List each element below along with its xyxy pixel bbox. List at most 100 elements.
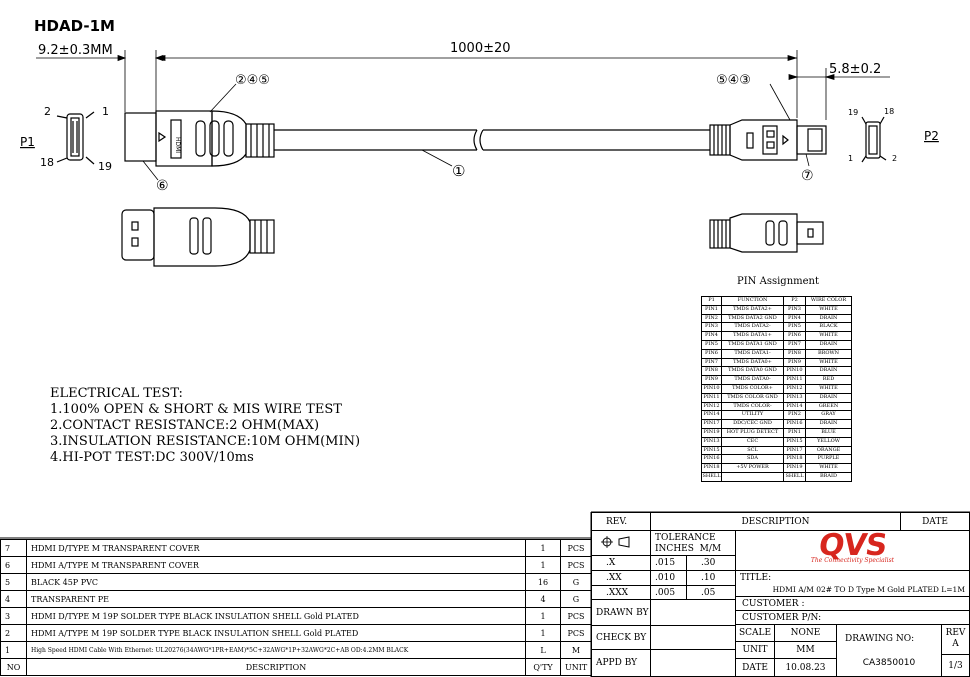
tb-rev-value: A (952, 639, 959, 649)
pin-table-cell: PIN13 (783, 392, 806, 403)
bom-cell: UNIT (560, 658, 592, 676)
callout-leaders (142, 83, 810, 181)
electrical-test-heading: ELECTRICAL TEST: (50, 386, 183, 401)
projection-symbol-icon (601, 536, 630, 548)
pin-table-cell: WHITE (805, 463, 852, 473)
p2-label: P2 (924, 129, 939, 143)
pin-table-cell: TMDS COLOR- (721, 401, 784, 412)
callout-left-nums: ②④⑤ (235, 73, 270, 88)
bom-cell: PCS (560, 607, 592, 625)
pin-table-cell: TMDS DATA2 GND (721, 313, 784, 324)
tb-customer-pn: CUSTOMER P/N: (735, 610, 970, 625)
electrical-test-item: 4.HI-POT TEST:DC 300V/10ms (50, 450, 254, 465)
pin-table-cell: PIN6 (701, 348, 722, 359)
pin-table-cell: WHITE (805, 357, 852, 368)
p2-pin-2: 2 (892, 154, 897, 163)
pin-table-cell: PIN5 (701, 339, 722, 350)
pin-table-header: FUNCTION (721, 296, 784, 306)
tb-date-label: DATE (900, 512, 970, 531)
electrical-test-notes: ELECTRICAL TEST: 1.100% OPEN & SHORT & M… (50, 386, 360, 466)
dim-length (155, 50, 798, 118)
bom-cell: 1 (525, 624, 561, 642)
tb-scale-value: NONE (774, 624, 837, 642)
pin-table-cell: TMDS DATA1 GND (721, 339, 784, 350)
tb-unit-label: UNIT (735, 641, 775, 659)
dim-right (788, 68, 890, 120)
tb-title: TITLE: HDMI A/M 02# TO D Type M Gold PLA… (735, 570, 970, 597)
tb-appd-by: APPD BY (591, 649, 651, 677)
pin-table-cell: PIN4 (701, 331, 722, 341)
pin-table-cell: TMDS DATA0- (721, 375, 784, 385)
tb-drawing-no-label: DRAWING NO: (845, 634, 915, 644)
p2-pin-18: 18 (884, 107, 894, 116)
pin-table-cell: SDA (721, 454, 784, 465)
bom-cell: G (560, 590, 592, 608)
company-tagline: The Connectivity Specialist (810, 557, 895, 564)
bom-cell: DESCRIPTION (26, 658, 526, 676)
tb-rev-small: REV A (941, 624, 970, 655)
pin-table-cell: PIN4 (783, 313, 806, 324)
pin-table-cell: DRAIN (805, 366, 852, 377)
pin-table-cell: PIN16 (783, 419, 806, 429)
tb-tol-xxx-mm: .05 (686, 585, 736, 600)
tb-description-label: DESCRIPTION (650, 512, 901, 531)
pin-table-cell: PIN17 (783, 445, 806, 456)
pin-table-cell: WHITE (805, 383, 852, 394)
bom-cell: 1 (525, 539, 561, 557)
pin-table-cell: PIN1 (783, 427, 806, 438)
tb-symbol-cell (591, 530, 651, 556)
pin-table-cell: WHITE (805, 304, 852, 315)
tb-tolerance: TOLERANCE INCHES M/M (650, 530, 736, 556)
bom-cell: PCS (560, 556, 592, 574)
tb-check-by: CHECK BY (591, 625, 651, 650)
pin-table-cell: PIN8 (701, 366, 722, 377)
pin-table-cell: TMDS DATA0+ (721, 357, 784, 368)
tb-customer: CUSTOMER : (735, 596, 970, 611)
bom-cell: BLACK 45P PVC (26, 573, 526, 591)
plug-text-left: HDMI (174, 137, 181, 153)
tb-drawing-no-cell: DRAWING NO: CA3850010 (836, 624, 942, 677)
dim-left-label: 9.2±0.3MM (38, 43, 113, 58)
pin-table-cell: GRAY (805, 410, 852, 421)
pin-table-cell: DRAIN (805, 419, 852, 429)
pin-table-cell: PIN6 (783, 331, 806, 341)
tb-drawn-by-value (650, 599, 736, 626)
pin-table-cell: GREEN (805, 401, 852, 412)
pin-table-cell: BRAID (805, 471, 852, 482)
bom-cell: 4 (525, 590, 561, 608)
pin-table-cell: PIN18 (701, 463, 722, 473)
pin-table-cell: PIN7 (783, 339, 806, 350)
pin-table-cell: PIN12 (701, 401, 722, 412)
tb-tol-xx-mm: .10 (686, 570, 736, 586)
pin-table-header: WIRE COLOR (805, 296, 852, 306)
p2-pin-19: 19 (848, 108, 858, 117)
bom-cell: 16 (525, 573, 561, 591)
dim-length-label: 1000±20 (450, 41, 511, 56)
tb-rev-small-label: REV (945, 628, 966, 638)
tb-appd-by-value (650, 649, 736, 677)
pin-table-cell: UTILITY (721, 410, 784, 421)
tb-tol-xx: .XX (591, 570, 651, 586)
hdmi-d-plug-side (709, 119, 827, 161)
electrical-test-item: 3.INSULATION RESISTANCE:10M OHM(MIN) (50, 434, 361, 449)
pin-table-cell: PIN9 (783, 357, 806, 368)
pin-table-cell: DRAIN (805, 313, 852, 324)
bom-cell: 1 (525, 556, 561, 574)
pin-table-header: P1 (701, 296, 722, 306)
bom-cell: 1 (0, 641, 27, 659)
tb-tol-xx-in: .010 (650, 570, 687, 586)
